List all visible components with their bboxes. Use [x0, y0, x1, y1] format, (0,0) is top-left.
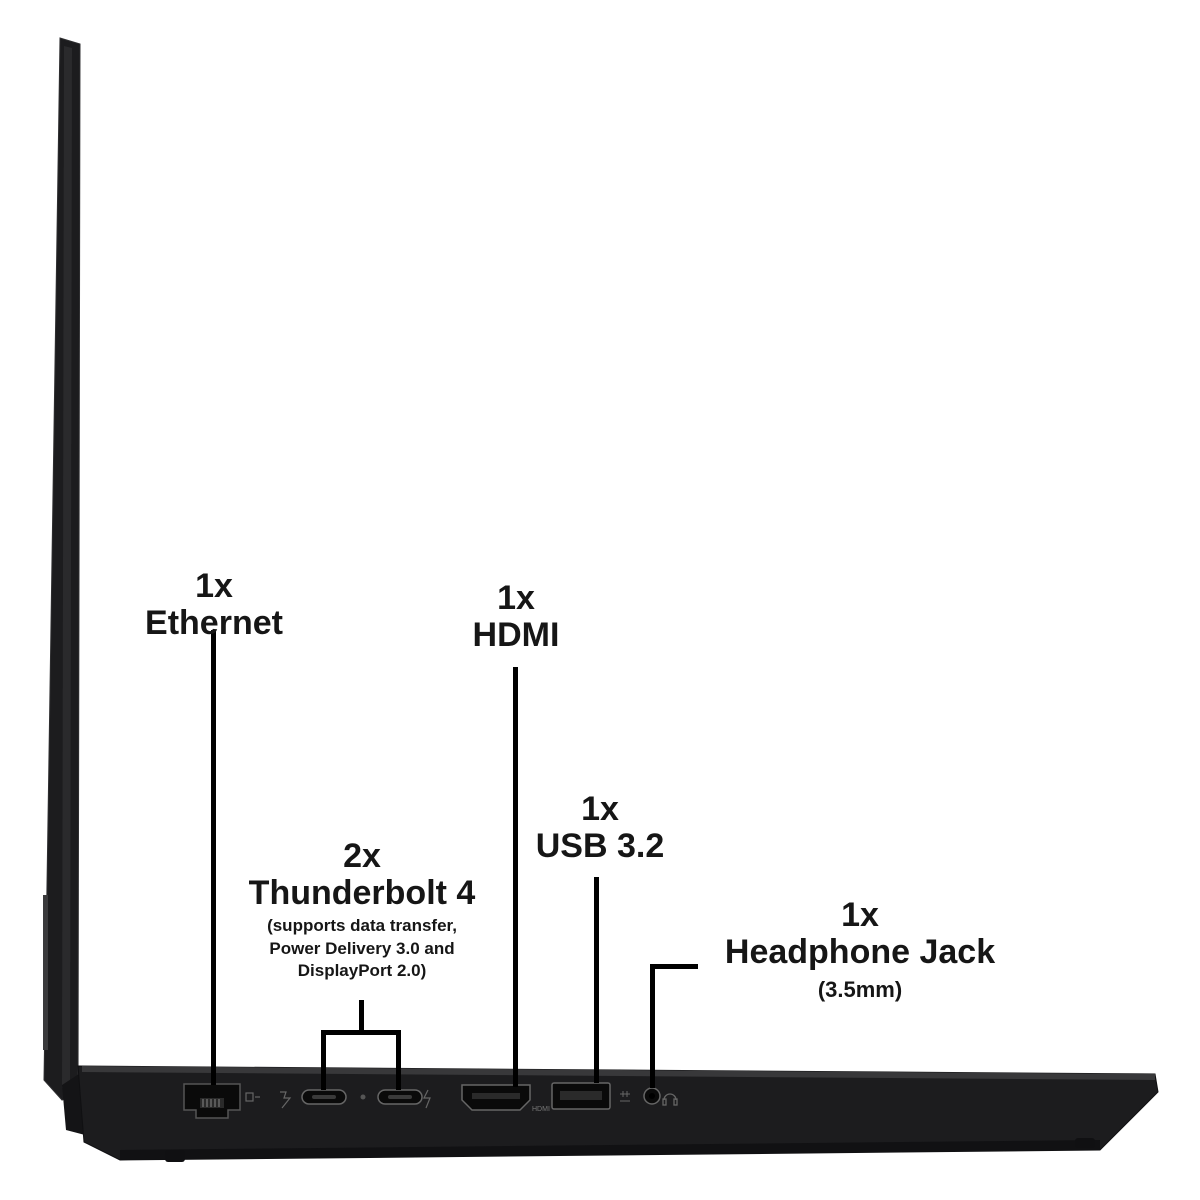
headphone-jack-hole — [649, 1093, 655, 1099]
thunderbolt-leader-stem — [359, 1000, 364, 1032]
rear-foot — [1075, 1138, 1095, 1148]
headphone-count: 1x — [841, 896, 879, 934]
hdmi-name: HDMI — [472, 615, 560, 654]
ethernet-count: 1x — [195, 567, 233, 605]
ethernet-name: Ethernet — [145, 603, 283, 642]
base-top-edge — [82, 1066, 1155, 1080]
ethernet-leader-line — [211, 630, 216, 1085]
ethernet-label: 1x Ethernet — [114, 568, 314, 641]
base-bottom-edge — [120, 1140, 1100, 1160]
ethernet-port — [183, 1083, 241, 1119]
usb-leader-line — [594, 877, 599, 1083]
usb-label: 1x USB 3.2 — [500, 791, 700, 864]
thunderbolt-port-1-tongue — [312, 1095, 336, 1099]
thunderbolt-icon-left — [280, 1091, 292, 1109]
headphone-leader-horizontal — [650, 964, 698, 969]
thunderbolt-icon-right — [423, 1089, 431, 1109]
hdmi-count: 1x — [497, 579, 535, 617]
status-led — [360, 1094, 366, 1100]
thunderbolt-name: Thunderbolt 4 — [248, 873, 476, 912]
hdmi-port-tongue — [472, 1093, 520, 1099]
headphone-name: Headphone Jack — [724, 932, 996, 971]
thunderbolt-leader-left — [321, 1030, 326, 1090]
thunderbolt-note-3: DisplayPort 2.0) — [297, 960, 427, 980]
lid-highlight — [62, 46, 72, 1088]
lid-branding — [43, 895, 48, 1050]
usb-port-tongue — [560, 1091, 602, 1100]
thunderbolt-label: 2x Thunderbolt 4 (supports data transfer… — [212, 838, 512, 982]
laptop-lid — [43, 37, 81, 1101]
front-foot — [165, 1150, 185, 1162]
thunderbolt-leader-right — [396, 1030, 401, 1090]
hdmi-label: 1x HDMI — [416, 580, 616, 653]
headphone-label: 1x Headphone Jack (3.5mm) — [700, 897, 1020, 1005]
headphone-leader-vertical — [650, 964, 655, 1088]
hdmi-leader-line — [513, 667, 518, 1087]
usb-name: USB 3.2 — [535, 826, 665, 865]
thunderbolt-note-2: Power Delivery 3.0 and — [269, 938, 455, 958]
thunderbolt-count: 2x — [343, 837, 381, 875]
headphone-icon — [662, 1093, 678, 1106]
thunderbolt-note-1: (supports data transfer, — [267, 916, 457, 936]
thunderbolt-leader-bar — [321, 1030, 401, 1035]
thunderbolt-port-2-tongue — [388, 1095, 412, 1099]
usb-count: 1x — [581, 790, 619, 828]
ethernet-icon — [245, 1092, 260, 1102]
headphone-note: (3.5mm) — [817, 977, 903, 1003]
usb-ss-icon — [620, 1091, 630, 1102]
hdmi-chassis-mark: HDMI — [532, 1106, 550, 1113]
